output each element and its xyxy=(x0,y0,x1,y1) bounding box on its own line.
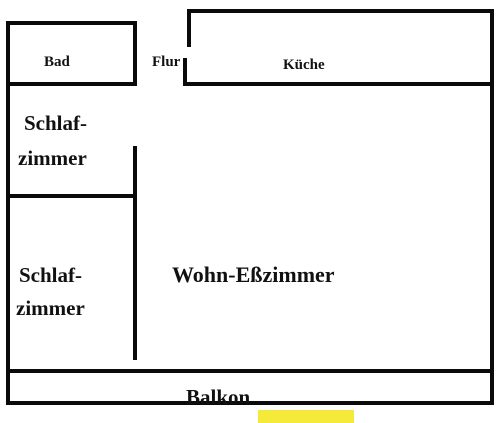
room-label-schlafzimmer-1-line2: zimmer xyxy=(18,146,87,170)
room-label-wohn-esszimmer: Wohn-Eßzimmer xyxy=(172,262,335,287)
room-label-flur: Flur xyxy=(152,54,181,70)
highlight-marker xyxy=(258,410,354,423)
room-label-kueche: Küche xyxy=(283,57,325,73)
walls xyxy=(6,9,494,405)
room-label-balkon: Balkon xyxy=(186,385,251,409)
room-label-bad: Bad xyxy=(44,54,70,70)
room-label-schlafzimmer-2-line1: Schlaf- xyxy=(19,263,82,287)
room-label-schlafzimmer-2-line2: zimmer xyxy=(16,296,85,320)
room-label-schlafzimmer-1-line1: Schlaf- xyxy=(24,111,87,135)
